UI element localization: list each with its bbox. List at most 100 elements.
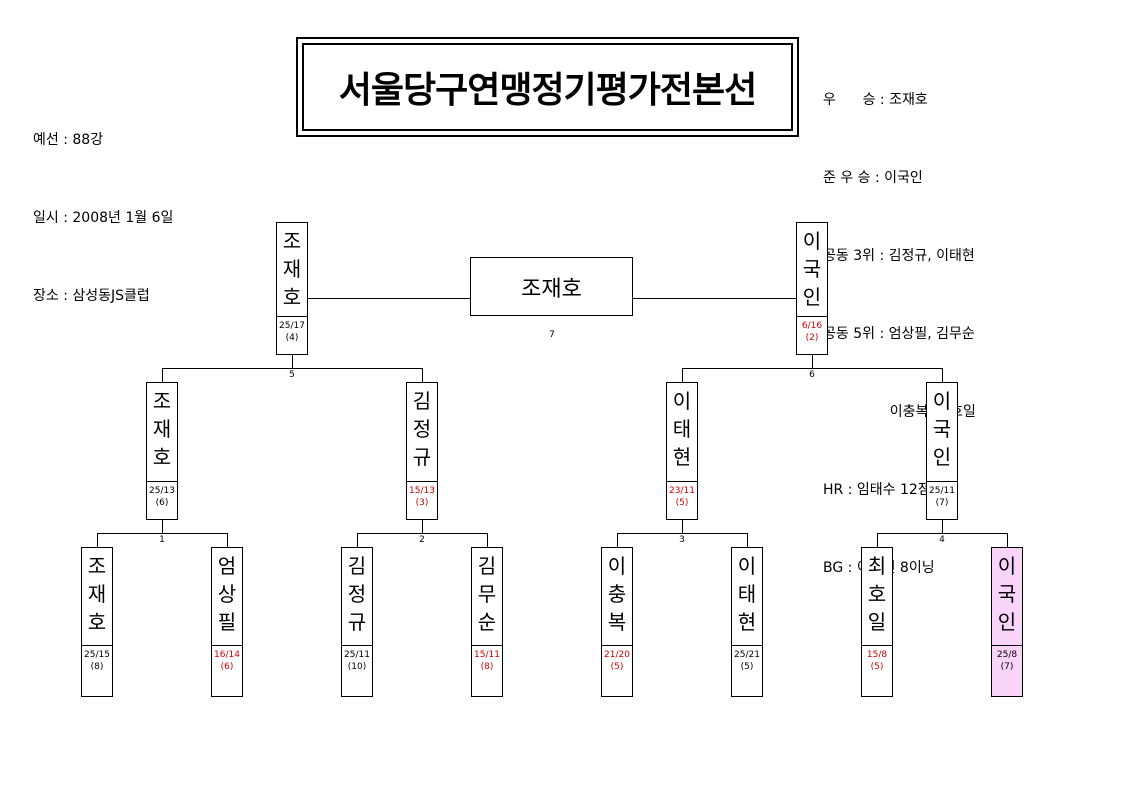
bracket-vline — [942, 520, 943, 533]
player-name-char: 조 — [282, 229, 302, 253]
match-number: 3 — [679, 535, 685, 545]
player-score: 25/17 — [279, 321, 305, 331]
player-name-char: 정 — [347, 582, 367, 606]
score-divider — [992, 645, 1022, 646]
player-score: 21/20 — [604, 650, 630, 660]
bracket-vline — [682, 520, 683, 533]
player-name-char: 재 — [87, 582, 107, 606]
player-name-char: 이 — [932, 389, 952, 413]
result-runner-up: 준 우 승 : 이국인 — [823, 170, 923, 186]
player-name-char: 이 — [607, 554, 627, 578]
player-name-char: 재 — [282, 257, 302, 281]
player-innings: (8) — [90, 662, 104, 672]
bracket-vline — [97, 533, 98, 547]
player-name-char: 국 — [997, 582, 1017, 606]
player-innings: (7) — [1000, 662, 1014, 672]
score-divider — [212, 645, 242, 646]
player-score: 23/11 — [669, 486, 695, 496]
score-divider — [667, 481, 697, 482]
player-score: 16/14 — [214, 650, 240, 660]
player-score: 15/8 — [866, 650, 888, 660]
player-name-char: 필 — [217, 610, 237, 634]
info-date: 일시 : 2008년 1월 6일 — [33, 210, 174, 226]
player-name-char: 현 — [737, 610, 757, 634]
info-venue: 장소 : 삼성동JS클럽 — [33, 288, 150, 304]
results-summary: 우 승 : 조재호 준 우 승 : 이국인 공동 3위 : 김정규, 이태현 공… — [823, 35, 976, 607]
bracket-vline — [942, 368, 943, 382]
page-title: 서울당구연맹정기평가전본선 — [338, 70, 758, 111]
player-name-char: 정 — [412, 417, 432, 441]
event-info: 예선 : 88강 일시 : 2008년 1월 6일 장소 : 삼성동JS클럽 — [33, 75, 173, 335]
score-divider — [927, 481, 957, 482]
score-divider — [342, 645, 372, 646]
player-name-char: 김 — [477, 554, 497, 578]
player-name-char: 호 — [282, 285, 302, 309]
score-divider — [82, 645, 112, 646]
player-name-char: 이 — [737, 554, 757, 578]
player-score: 25/21 — [734, 650, 760, 660]
player-name-char: 순 — [477, 610, 497, 634]
champion-name: 조재호 — [521, 276, 582, 302]
bracket-vline — [357, 533, 358, 547]
player-innings: (3) — [415, 498, 429, 508]
player-name-char: 이 — [672, 389, 692, 413]
bracket-vline — [877, 533, 878, 547]
player-score: 25/11 — [929, 486, 955, 496]
bracket-vline — [292, 355, 293, 368]
final-match-number: 7 — [549, 330, 555, 340]
player-innings: (5) — [740, 662, 754, 672]
result-winner: 우 승 : 조재호 — [823, 92, 928, 108]
player-name-char: 호 — [87, 610, 107, 634]
player-name-char: 재 — [152, 417, 172, 441]
player-name-char: 태 — [672, 417, 692, 441]
player-innings: (5) — [870, 662, 884, 672]
match-number: 2 — [419, 535, 425, 545]
player-name-char: 인 — [802, 285, 822, 309]
player-name-char: 규 — [347, 610, 367, 634]
player-innings: (8) — [480, 662, 494, 672]
bracket-hline — [97, 533, 228, 534]
player-name-char: 국 — [802, 257, 822, 281]
player-name-char: 호 — [152, 445, 172, 469]
bracket-hline — [308, 298, 470, 299]
player-score: 25/13 — [149, 486, 175, 496]
champion-box: 조재호 — [470, 257, 633, 316]
player-name-char: 국 — [932, 417, 952, 441]
player-innings: (2) — [805, 333, 819, 343]
player-name-char: 조 — [152, 389, 172, 413]
player-name-char: 무 — [477, 582, 497, 606]
result-bg: BG : 이국인 8이닝 — [823, 560, 935, 576]
score-divider — [472, 645, 502, 646]
bracket-hline — [162, 368, 423, 369]
player-score: 6/16 — [801, 321, 823, 331]
score-divider — [797, 316, 827, 317]
bracket-vline — [617, 533, 618, 547]
match-number: 5 — [289, 370, 295, 380]
player-name-char: 김 — [347, 554, 367, 578]
player-innings: (10) — [347, 662, 367, 672]
player-name-char: 호 — [867, 582, 887, 606]
score-divider — [147, 481, 177, 482]
player-innings: (5) — [675, 498, 689, 508]
